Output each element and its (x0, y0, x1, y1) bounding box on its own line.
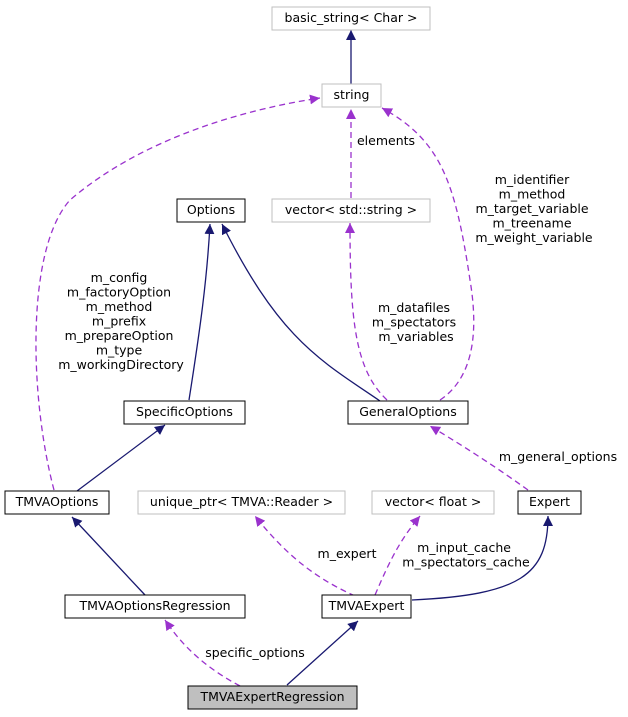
node-label: TMVAOptions (15, 494, 99, 509)
edge-label-tmva-options-string: m_config m_factoryOption m_method m_pref… (58, 270, 184, 372)
edge-tmva-expert-to-vector-float (374, 515, 421, 596)
edge-general-options-to-options (221, 223, 381, 402)
node-string[interactable]: string (321, 83, 382, 108)
node-tmva-options[interactable]: TMVAOptions (4, 490, 110, 515)
edge-tmva-options-regression-to-tmva-options (71, 516, 146, 596)
edge-tmva-expert-regression-to-tmva-expert (286, 620, 359, 686)
node-tmva-expert-regression[interactable]: TMVAExpertRegression (187, 685, 358, 710)
edge-label-expert-reader: m_expert (318, 546, 377, 561)
node-unique-ptr-reader[interactable]: unique_ptr< TMVA::Reader > (137, 490, 346, 515)
node-label: vector< float > (385, 494, 482, 509)
node-label: GeneralOptions (359, 404, 457, 419)
node-label: string (334, 87, 370, 102)
node-label: vector< std::string > (285, 202, 417, 217)
node-options[interactable]: Options (176, 198, 246, 223)
node-label: TMVAOptionsRegression (78, 598, 230, 613)
node-label: TMVAExpert (328, 598, 405, 613)
node-label: TMVAExpertRegression (199, 689, 344, 704)
node-label: SpecificOptions (136, 404, 233, 419)
node-basic-string[interactable]: basic_string< Char > (271, 6, 431, 31)
node-specific-options[interactable]: SpecificOptions (123, 400, 246, 425)
edge-tmva-expert-regression-to-tmva-options-regression (164, 619, 241, 687)
edge-labels: elements m_identifier m_method m_target_… (58, 133, 617, 660)
edge-tmva-expert-to-expert (411, 515, 553, 601)
node-vector-float[interactable]: vector< float > (371, 490, 495, 515)
edges (35, 30, 553, 687)
node-label: unique_ptr< TMVA::Reader > (150, 494, 333, 509)
node-label: Options (187, 202, 235, 217)
node-expert[interactable]: Expert (517, 490, 582, 515)
edge-label-general-options-member: m_general_options (499, 449, 617, 464)
edge-label-general-options-string: m_identifier m_method m_target_variable … (475, 172, 593, 245)
node-general-options[interactable]: GeneralOptions (347, 400, 469, 425)
edge-general-options-to-string (381, 107, 475, 401)
edge-general-options-to-vector-string (345, 222, 388, 401)
node-tmva-options-regression[interactable]: TMVAOptionsRegression (64, 594, 246, 619)
edge-label-elements: elements (357, 133, 415, 148)
node-label: basic_string< Char > (285, 10, 418, 25)
edge-specific-options-to-options (188, 223, 215, 401)
edge-label-specific-options: specific_options (205, 645, 305, 660)
nodes: basic_string< Char > string Options vect… (4, 6, 582, 710)
edge-tmva-expert-to-reader (254, 515, 356, 597)
edge-expert-to-general-options (429, 425, 529, 491)
node-label: Expert (529, 494, 570, 509)
node-vector-string[interactable]: vector< std::string > (271, 198, 431, 223)
edge-label-general-options-vector: m_datafiles m_spectators m_variables (372, 300, 460, 344)
edge-label-expert-float: m_input_cache m_spectators_cache (402, 540, 530, 570)
node-tmva-expert[interactable]: TMVAExpert (321, 594, 412, 619)
edge-tmva-options-to-specific-options (76, 424, 166, 492)
